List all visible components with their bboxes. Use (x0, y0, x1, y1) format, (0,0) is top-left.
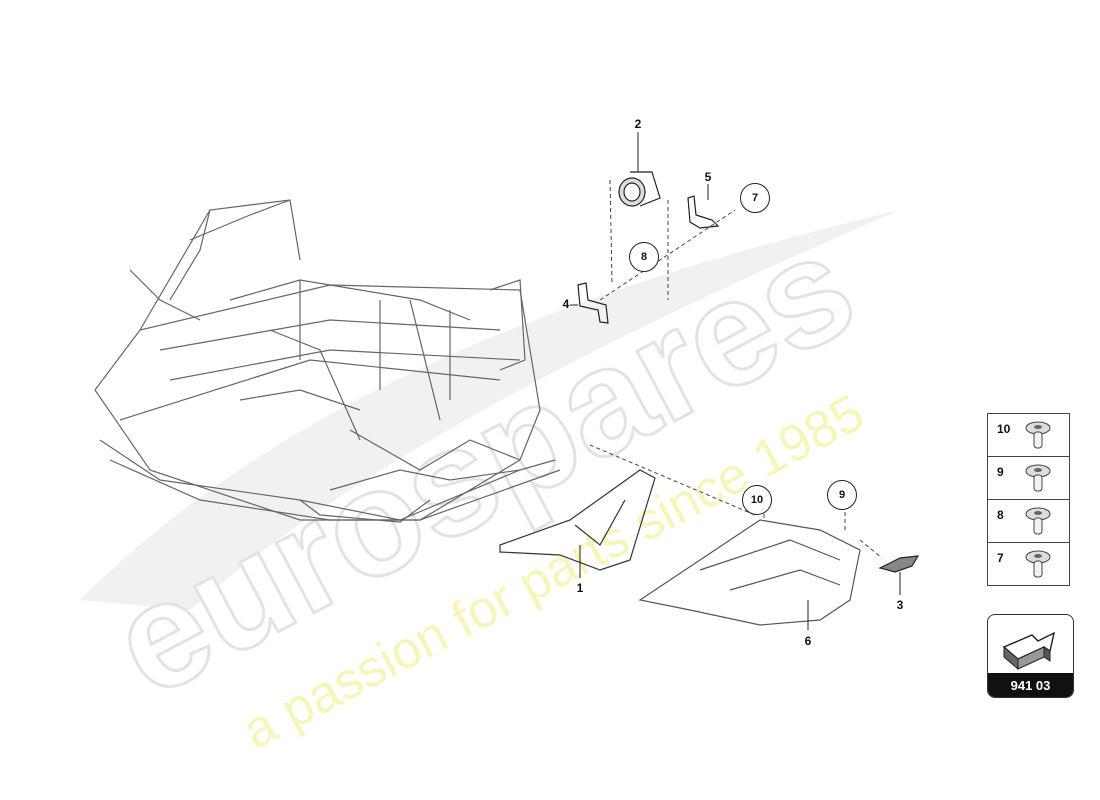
callout-4: 4 (562, 297, 570, 311)
part-4-bracket (577, 282, 609, 324)
part-5-bracket (687, 195, 720, 229)
screw-icon (1025, 464, 1051, 492)
callout-5: 5 (704, 170, 712, 184)
screw-icon (1025, 550, 1051, 578)
callout-circle-8: 8 (629, 242, 659, 272)
screw-icon (1025, 421, 1051, 449)
callout-6: 6 (804, 634, 812, 648)
kit-item-7: 7 (987, 542, 1070, 586)
kit-label: 9 (997, 465, 1004, 479)
kit-label: 7 (997, 551, 1004, 565)
kit-label: 10 (997, 422, 1011, 436)
kit-item-8: 8 (987, 499, 1070, 543)
kit-label: 8 (997, 508, 1004, 522)
callout-circle-10: 10 (742, 485, 772, 515)
page-number: 941 03 (988, 673, 1073, 697)
screw-icon (1025, 507, 1051, 535)
page-reference-box[interactable]: 941 03 (987, 614, 1074, 698)
chassis-frame (94, 199, 561, 523)
callout-3: 3 (896, 598, 904, 612)
arrow-icon (1002, 631, 1056, 671)
callout-1: 1 (576, 581, 584, 595)
callout-2: 2 (634, 117, 642, 131)
part-1-bracket (499, 469, 656, 571)
kit-item-10: 10 (987, 413, 1070, 457)
part-2-sensor (618, 171, 661, 207)
callout-circle-7: 7 (740, 183, 770, 213)
callout-circle-9: 9 (827, 480, 857, 510)
part-6-cover (638, 519, 861, 626)
part-3-clip (878, 555, 920, 573)
kit-item-9: 9 (987, 456, 1070, 500)
